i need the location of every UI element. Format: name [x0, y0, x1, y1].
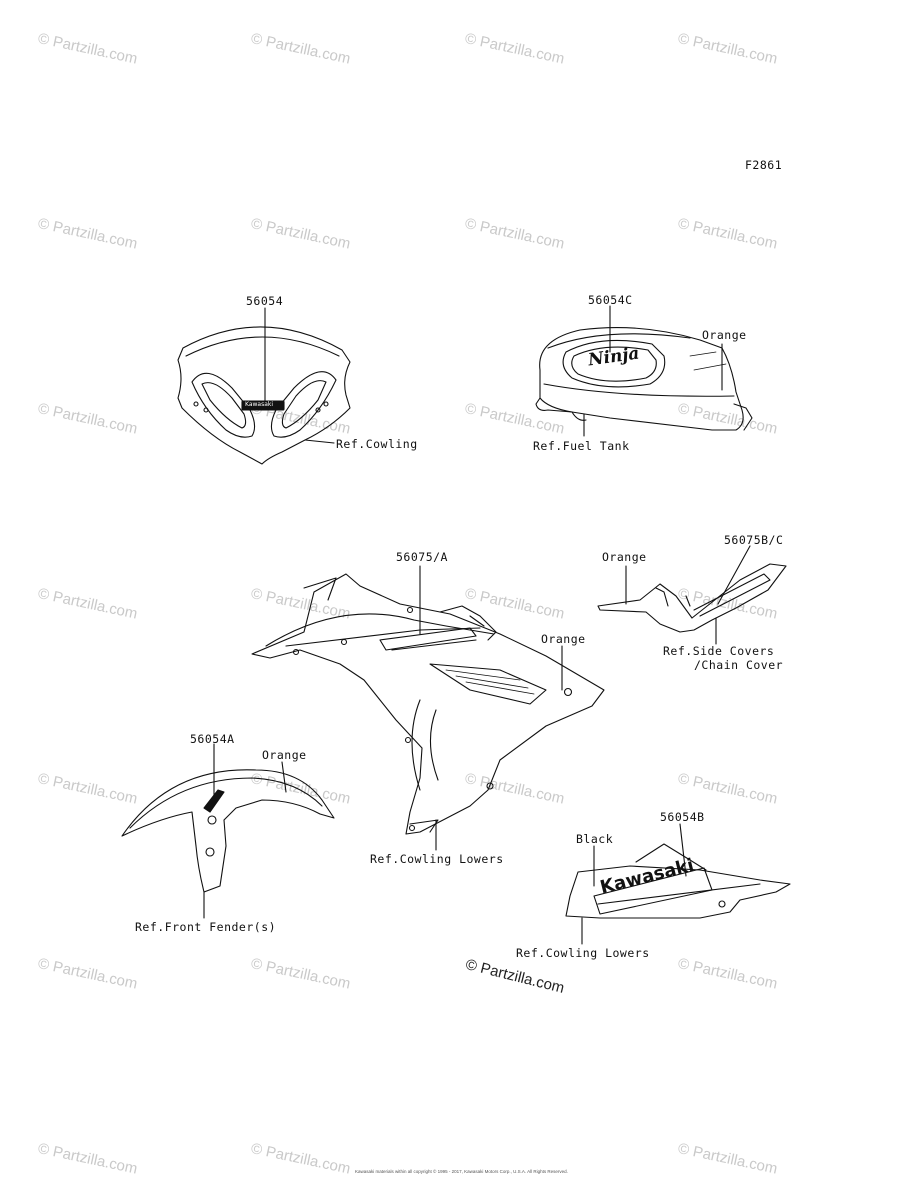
- left-intake-inner: [202, 383, 246, 428]
- cowling-lower-curve: [412, 700, 420, 790]
- lower-cowling-stripe: [598, 884, 760, 904]
- cowling-mount-tabs: [440, 606, 496, 640]
- color-note-orange-fender: Orange: [262, 748, 307, 762]
- bolt-hole: [563, 687, 573, 697]
- right-intake-inner: [282, 381, 326, 428]
- bolt-hole: [323, 401, 329, 407]
- kawasaki-decal-panel: [594, 868, 712, 914]
- orange-region-hatch: [690, 352, 726, 370]
- bolt-hole: [406, 606, 414, 614]
- side-cover-outline: [598, 564, 786, 632]
- fender-stripe-decal: [204, 790, 224, 812]
- leader-orange-fender: [282, 762, 286, 792]
- part-number-56075BC[interactable]: 56075B/C: [724, 533, 784, 547]
- tank-under-lip: [536, 398, 586, 420]
- side-cover-stripe: [694, 574, 770, 616]
- tank-rear-bracket: [734, 404, 752, 430]
- cowling-lower-tab: [410, 820, 438, 832]
- bolt-hole: [315, 407, 321, 413]
- part-number-56054B[interactable]: 56054B: [660, 810, 705, 824]
- color-note-orange-tank: Orange: [702, 328, 747, 342]
- cowling-top-rail: [266, 614, 494, 646]
- windshield-outline: [178, 327, 350, 464]
- cowling-vent: [430, 664, 546, 704]
- bolt-hole: [404, 736, 412, 744]
- bolt-hole: [203, 407, 209, 413]
- color-note-orange-cowling: Orange: [541, 632, 586, 646]
- ref-chain-cover-label: /Chain Cover: [694, 658, 784, 672]
- bolt-hole: [193, 401, 199, 407]
- ninja-decal-inner: [572, 347, 657, 381]
- fender-top-curve: [130, 778, 322, 828]
- bolt-hole: [718, 900, 726, 908]
- leader-56054B: [680, 824, 686, 876]
- windshield-logo: Kawasaki: [245, 401, 274, 408]
- right-intake-outline: [271, 372, 336, 437]
- color-note-orange-sidecover: Orange: [602, 550, 647, 564]
- part-number-56054[interactable]: 56054: [246, 294, 284, 308]
- lower-cowling-top-fin: [636, 844, 706, 870]
- tank-lower-stripe: [544, 384, 734, 396]
- front-fender-drawing: [122, 744, 334, 918]
- leader-56075BC: [718, 546, 750, 604]
- cowling-vent-slats: [446, 670, 534, 694]
- side-cover-bracket: [656, 588, 690, 606]
- side-cover-drawing: [598, 546, 786, 644]
- tank-outline: [540, 328, 743, 430]
- ref-front-fender-label: Ref.Front Fender(s): [135, 920, 277, 934]
- part-number-56054A[interactable]: 56054A: [190, 732, 235, 746]
- bolt-hole: [486, 782, 494, 790]
- cowling-upper-outline: [252, 574, 604, 834]
- ninja-decal-panel: [563, 340, 665, 386]
- footer-copyright: Kawasaki materials within all copyright …: [355, 1169, 568, 1174]
- figure-code: F2861: [745, 158, 783, 172]
- bolt-hole: [340, 638, 348, 646]
- bolt-hole: [292, 648, 300, 656]
- part-number-56054C[interactable]: 56054C: [588, 293, 633, 307]
- fuel-tank-drawing: [536, 306, 752, 436]
- bolt-hole: [408, 824, 416, 832]
- color-note-black: Black: [576, 832, 614, 846]
- ref-cowling-lowers-label: Ref.Cowling Lowers: [370, 852, 504, 866]
- cowling-inner-curve: [430, 710, 438, 780]
- ref-side-covers-label: Ref.Side Covers: [663, 644, 775, 658]
- ref-cowling-label: Ref.Cowling: [336, 437, 418, 451]
- part-number-56075A[interactable]: 56075/A: [396, 550, 448, 564]
- fender-outline: [122, 770, 334, 892]
- side-cowling-drawing: [252, 566, 604, 850]
- windshield-top-edge: [186, 337, 339, 356]
- leader-ref-cowling: [305, 440, 334, 443]
- ref-cowling-lowers-label-2: Ref.Cowling Lowers: [516, 946, 650, 960]
- ref-fuel-tank-label: Ref.Fuel Tank: [533, 439, 630, 453]
- cowling-decal-stripe: [380, 628, 476, 650]
- lower-cowling-outline: [566, 866, 790, 918]
- tank-top-curve: [548, 334, 690, 348]
- left-intake-outline: [192, 373, 255, 437]
- windshield-cowling-drawing: [178, 308, 350, 464]
- fender-bolt: [208, 816, 216, 824]
- fender-bolt: [206, 848, 214, 856]
- cowling-front-fin: [304, 578, 336, 600]
- windshield-kawasaki-decal: [241, 400, 285, 411]
- lower-cowling-drawing: [566, 824, 790, 944]
